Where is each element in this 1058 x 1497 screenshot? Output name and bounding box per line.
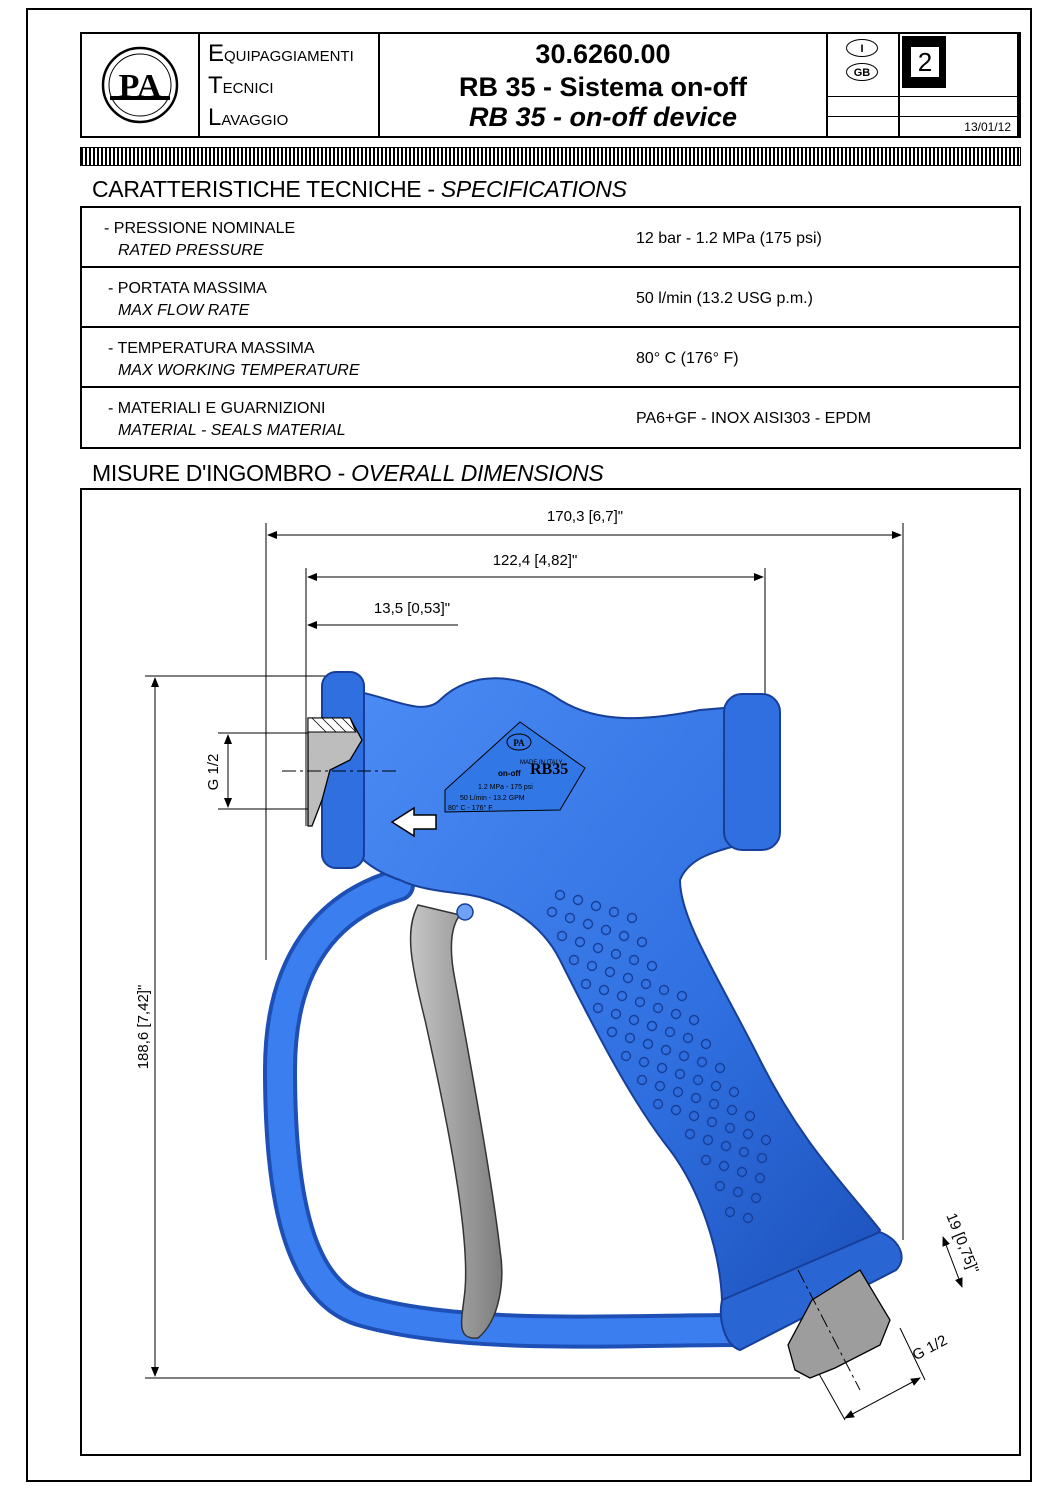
label-pressure: 1.2 MPa - 175 psi xyxy=(478,784,533,791)
rear-cap xyxy=(723,693,781,851)
company-line-1: EQUIPAGGIAMENTI xyxy=(208,40,354,67)
label-plate xyxy=(444,721,586,813)
dim-outlet-size: 19 [0,75]" xyxy=(942,1211,982,1276)
outlet-fitting xyxy=(787,1269,891,1379)
spec-row: - TEMPERATURA MASSIMA MAX WORKING TEMPER… xyxy=(82,328,1019,388)
dimension-lines xyxy=(151,531,963,1421)
title-cell: 30.6260.00 RB 35 - Sistema on-off RB 35 … xyxy=(380,34,828,136)
spec-label-it: - PRESSIONE NOMINALE xyxy=(104,220,296,237)
company-line-2: TECNICI xyxy=(208,72,274,99)
product-title-it: RB 35 - Sistema on-off xyxy=(458,72,748,102)
page-frame xyxy=(26,8,1032,1482)
label-model: RB35 xyxy=(530,761,568,778)
dim-outlet-thread: G 1/2 xyxy=(910,1332,950,1364)
spec-value: 50 l/min (13.2 USG p.m.) xyxy=(636,290,813,307)
logo-cell: PA xyxy=(82,34,200,136)
flow-arrow-icon xyxy=(390,806,437,838)
revision-cell: 2 13/01/12 xyxy=(898,34,1019,136)
label-name: on-off xyxy=(498,769,521,778)
revision-box: 2 xyxy=(902,36,946,88)
spec-label-en: MAX FLOW RATE xyxy=(118,302,250,319)
spec-label-en: MATERIAL - SEALS MATERIAL xyxy=(118,422,346,439)
title-block: PA EQUIPAGGIAMENTI TECNICI LAVAGGIO 30.6… xyxy=(80,32,1021,138)
revision-number: 2 xyxy=(910,46,940,78)
label-flow: 50 L/min - 13.2 GPM xyxy=(460,795,525,802)
pa-logo: PA xyxy=(101,46,179,124)
spec-label-en: MAX WORKING TEMPERATURE xyxy=(118,362,360,379)
product-code: 30.6260.00 xyxy=(535,39,671,69)
company-cell: EQUIPAGGIAMENTI TECNICI LAVAGGIO xyxy=(200,34,380,136)
spec-label-it: - MATERIALI E GUARNIZIONI xyxy=(108,400,326,417)
spec-row: - MATERIALI E GUARNIZIONI MATERIAL - SEA… xyxy=(82,388,1019,447)
dim-inlet-thread: G 1/2 xyxy=(205,754,222,791)
lang-it-badge: I xyxy=(846,39,878,57)
label-made: MADE IN ITALY xyxy=(520,760,562,766)
spec-row: - PORTATA MASSIMA MAX FLOW RATE 50 l/min… xyxy=(82,268,1019,328)
dimensions-title: MISURE D'INGOMBRO - OVERALL DIMENSIONS xyxy=(92,460,604,486)
lang-gb-badge: GB xyxy=(846,63,878,81)
label-temp: 80° C - 176° F xyxy=(448,804,493,812)
language-cell: I GB xyxy=(828,34,898,136)
spec-label-it: - TEMPERATURA MASSIMA xyxy=(108,340,315,357)
specs-table: - PRESSIONE NOMINALE RATED PRESSURE 12 b… xyxy=(80,206,1021,449)
revision-date: 13/01/12 xyxy=(964,120,1011,134)
spec-value: 12 bar - 1.2 MPa (175 psi) xyxy=(636,230,822,247)
inlet-fitting xyxy=(307,717,363,827)
dim-overall-width: 170,3 [6,7]" xyxy=(547,508,623,525)
spec-label-en: RATED PRESSURE xyxy=(118,242,264,259)
label-brand: PA xyxy=(513,738,525,748)
drawing-frame xyxy=(80,488,1021,1456)
dim-height: 188,6 [7,42]" xyxy=(135,985,152,1070)
company-line-3: LAVAGGIO xyxy=(208,104,289,131)
product-title-en: RB 35 - on-off device xyxy=(468,102,738,132)
hatch-bar xyxy=(80,147,1021,166)
dim-inlet-depth: 13,5 [0,53]" xyxy=(374,600,450,617)
spec-value: PA6+GF - INOX AISI303 - EPDM xyxy=(636,410,871,427)
spec-value: 80° C (176° F) xyxy=(636,350,739,367)
specs-title: CARATTERISTICHE TECNICHE - SPECIFICATION… xyxy=(92,176,627,202)
gun-guard xyxy=(266,872,753,1345)
spec-label-it: - PORTATA MASSIMA xyxy=(108,280,267,297)
spec-row: - PRESSIONE NOMINALE RATED PRESSURE 12 b… xyxy=(82,208,1019,268)
trigger xyxy=(409,904,503,1339)
label-logo xyxy=(506,733,532,751)
grip-texture xyxy=(546,889,772,1224)
outlet-collar xyxy=(720,1230,903,1352)
trigger-pivot xyxy=(456,903,474,921)
outlet-centerline xyxy=(797,1269,861,1391)
dim-body-width: 122,4 [4,82]" xyxy=(493,552,578,569)
